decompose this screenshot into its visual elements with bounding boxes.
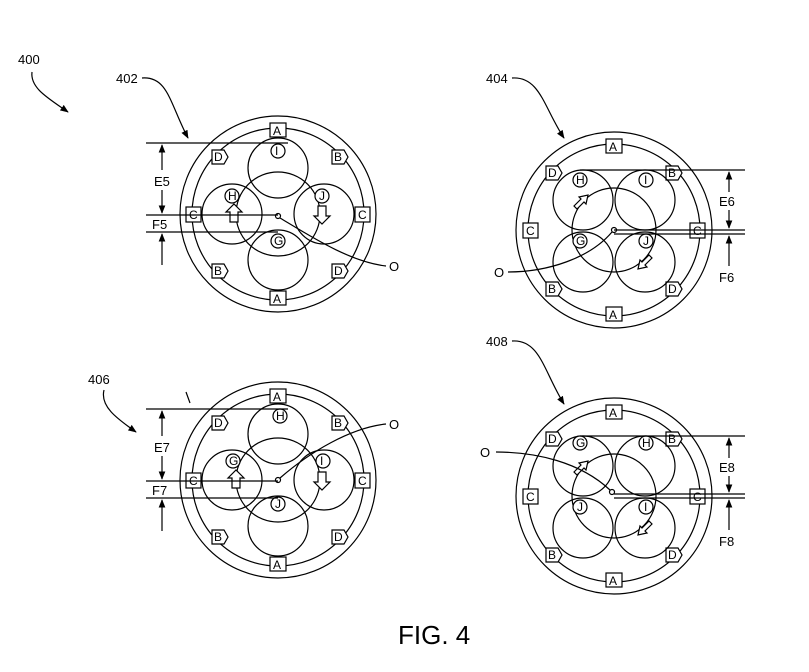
svg-text:A: A — [609, 308, 617, 322]
svg-text:B: B — [668, 432, 676, 446]
svg-text:G: G — [229, 454, 238, 468]
svg-text:H: H — [642, 436, 651, 450]
svg-text:I: I — [320, 454, 323, 468]
ref-402-label: 402 — [116, 71, 138, 86]
svg-text:D: D — [334, 264, 343, 278]
svg-text:A: A — [609, 140, 617, 154]
svg-text:E7: E7 — [154, 440, 170, 455]
svg-text:B: B — [334, 150, 342, 164]
svg-text:A: A — [273, 292, 281, 306]
ref-406-leader — [102, 389, 137, 433]
svg-text:C: C — [693, 490, 702, 504]
svg-text:I: I — [275, 144, 278, 158]
svg-text:G: G — [274, 234, 283, 248]
svg-text:O: O — [389, 417, 399, 432]
svg-text:E5: E5 — [154, 174, 170, 189]
ref-408-leader — [511, 340, 565, 405]
svg-text:O: O — [389, 259, 399, 274]
svg-text:F8: F8 — [719, 534, 734, 549]
svg-text:D: D — [548, 166, 557, 180]
svg-text:H: H — [576, 173, 585, 187]
svg-text:J: J — [275, 497, 281, 511]
ref-404-leader — [511, 77, 565, 139]
svg-text:D: D — [334, 530, 343, 544]
svg-text:I: I — [644, 173, 647, 187]
svg-text:I: I — [644, 500, 647, 514]
svg-text:H: H — [276, 409, 285, 423]
svg-text:A: A — [609, 574, 617, 588]
svg-text:D: D — [214, 416, 223, 430]
svg-text:A: A — [273, 124, 281, 138]
svg-text:B: B — [668, 166, 676, 180]
svg-text:A: A — [273, 390, 281, 404]
svg-text:H: H — [228, 189, 237, 203]
ref-400-leader — [31, 71, 69, 113]
svg-text:C: C — [526, 224, 535, 238]
svg-text:F6: F6 — [719, 270, 734, 285]
svg-text:B: B — [548, 282, 556, 296]
panel-402: A A B B C C D D I H J G — [146, 115, 399, 313]
svg-text:F5: F5 — [152, 217, 167, 232]
svg-text:O: O — [494, 265, 504, 280]
svg-text:C: C — [358, 208, 367, 222]
svg-text:E6: E6 — [719, 194, 735, 209]
svg-text:G: G — [576, 436, 585, 450]
svg-text:O: O — [480, 445, 490, 460]
svg-text:A: A — [273, 558, 281, 572]
svg-text:D: D — [548, 432, 557, 446]
svg-text:C: C — [526, 490, 535, 504]
panel-404: A A B B C C D D H I G J — [494, 131, 745, 329]
figure-caption: FIG. 4 — [398, 620, 470, 650]
svg-text:D: D — [668, 282, 677, 296]
svg-text:B: B — [334, 416, 342, 430]
svg-text:B: B — [548, 548, 556, 562]
svg-text:C: C — [693, 224, 702, 238]
ref-408-label: 408 — [486, 334, 508, 349]
ref-406-label: 406 — [88, 372, 110, 387]
svg-text:C: C — [358, 474, 367, 488]
svg-text:D: D — [214, 150, 223, 164]
svg-text:J: J — [643, 234, 649, 248]
svg-text:A: A — [609, 406, 617, 420]
svg-text:J: J — [319, 189, 325, 203]
svg-text:E8: E8 — [719, 460, 735, 475]
svg-text:D: D — [668, 548, 677, 562]
svg-text:G: G — [576, 234, 585, 248]
svg-text:F7: F7 — [152, 483, 167, 498]
ref-404-label: 404 — [486, 71, 508, 86]
panel-406: A A B B C C D D H G I J — [146, 381, 399, 579]
panel-408: A A B B C C D D G H J I — [480, 397, 745, 595]
svg-text:J: J — [577, 500, 583, 514]
ref-400-label: 400 — [18, 52, 40, 67]
svg-text:B: B — [214, 530, 222, 544]
ref-402-leader — [141, 77, 189, 139]
svg-text:B: B — [214, 264, 222, 278]
